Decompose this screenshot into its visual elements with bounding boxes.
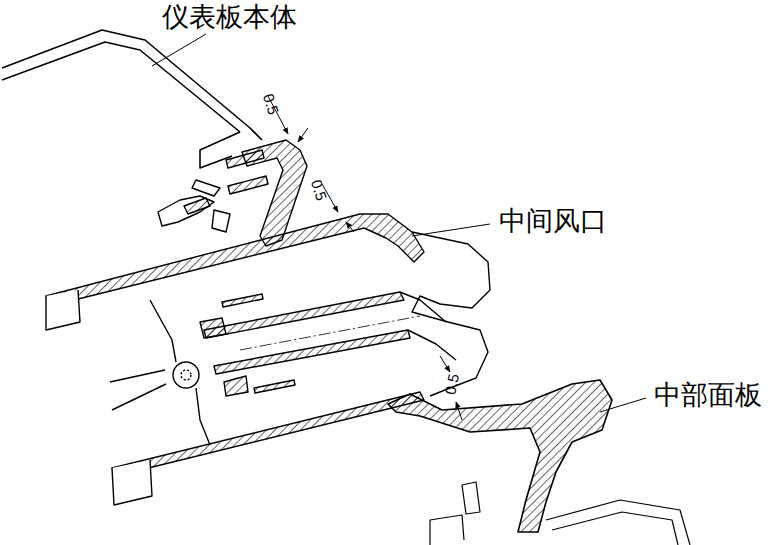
retainer-clip <box>158 196 214 226</box>
dimension-arrow <box>440 356 450 372</box>
vane-tip <box>224 376 248 396</box>
vent-bezel-inner <box>400 292 456 360</box>
clip-tab <box>228 176 268 194</box>
part-label: 仪表板本体 <box>160 2 299 32</box>
lower-part-outline <box>462 482 480 514</box>
center-line <box>240 316 420 350</box>
dimension-arrow <box>456 402 462 420</box>
leaders-and-dimensions <box>152 34 646 420</box>
vent-left-block <box>112 460 152 505</box>
clip-tab <box>226 150 264 168</box>
vane-slat <box>222 294 263 307</box>
retainer-tooth <box>192 180 220 196</box>
vane-upper <box>204 292 404 338</box>
leader-line <box>600 398 646 412</box>
retainer-tooth <box>212 210 230 232</box>
retainer-core <box>184 198 210 214</box>
dimension-value: 0.5 <box>258 90 281 119</box>
part-label: 中间风口 <box>497 206 609 236</box>
clip-parts <box>158 140 307 246</box>
vent-left-block <box>46 290 80 330</box>
panel-inner-line <box>2 42 240 132</box>
lower-panel-line <box>546 500 690 545</box>
vane-tip <box>200 318 226 338</box>
pivot-circle <box>173 362 199 388</box>
vane-lower <box>214 330 410 374</box>
lower-part-outline <box>430 515 464 545</box>
leader-line <box>412 224 490 236</box>
dimension-value: 0.5 <box>441 370 462 398</box>
part-label: 中部面板 <box>652 380 764 410</box>
middle-panel-section <box>388 380 612 532</box>
pivot-center <box>181 370 191 380</box>
vent-bezel <box>412 232 490 396</box>
dimension-arrow <box>298 128 308 142</box>
knob-arm <box>110 370 166 410</box>
dimension-arrow <box>346 222 354 232</box>
panel-body <box>2 30 262 168</box>
lower-panel-line <box>552 512 678 545</box>
vent-upper-wall <box>46 214 424 306</box>
leader-line <box>152 34 206 66</box>
center-vent <box>46 214 490 505</box>
middle-panel <box>388 380 690 545</box>
dimension-value: 0.5 <box>306 176 329 205</box>
vent-lower-wall <box>112 392 424 476</box>
vane-slat <box>254 380 295 393</box>
panel-outer-line <box>2 30 262 140</box>
